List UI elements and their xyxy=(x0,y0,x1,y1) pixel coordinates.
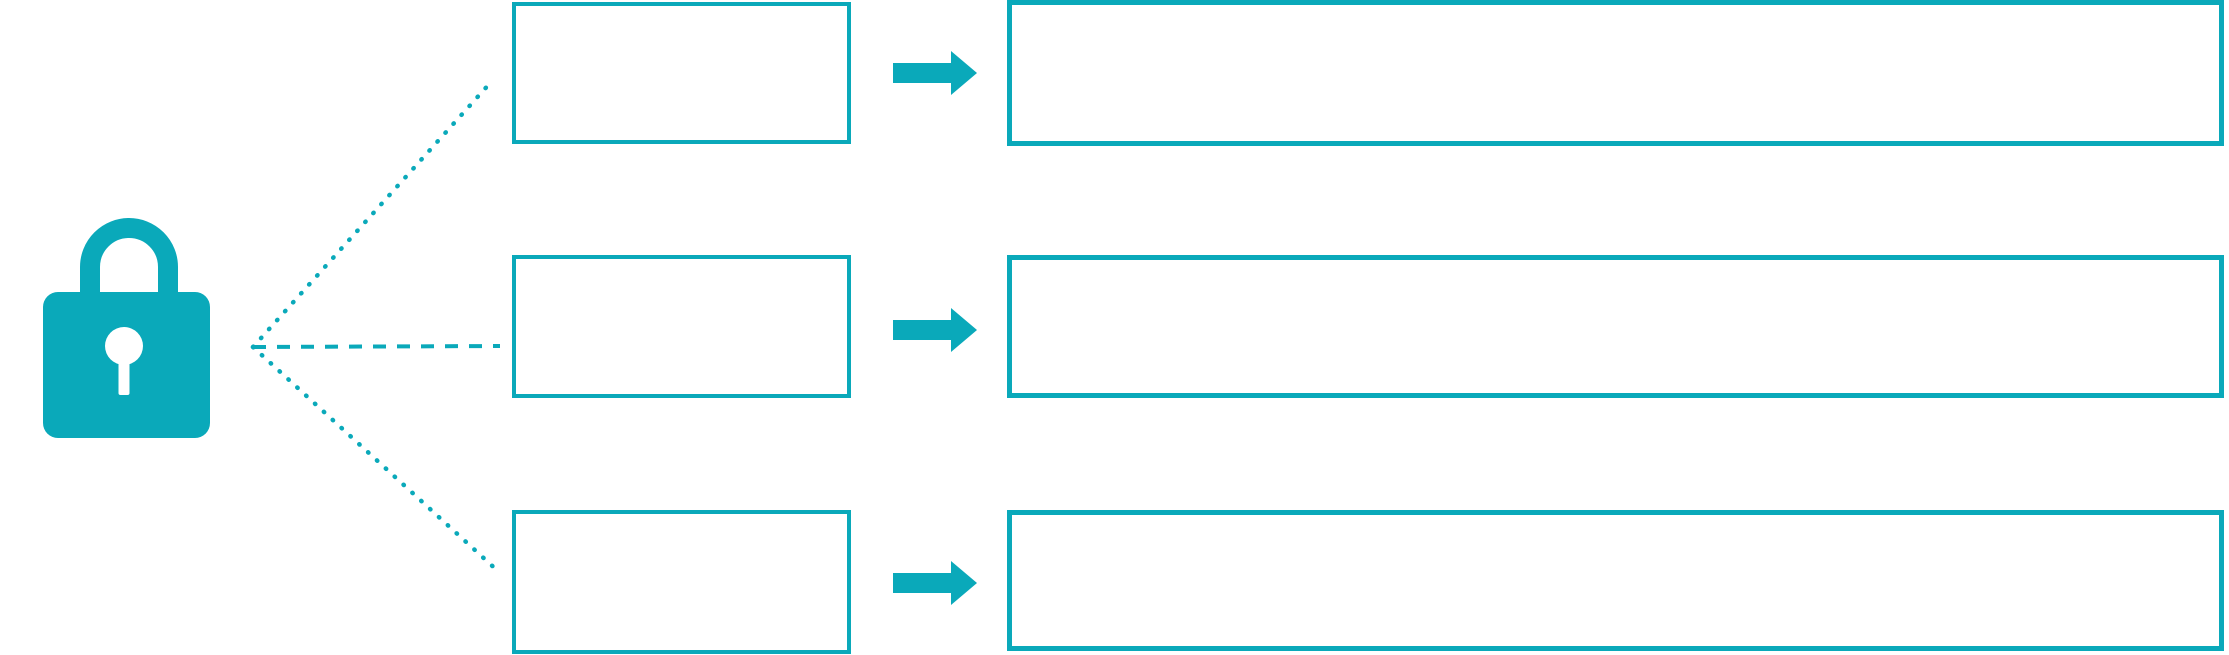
arrow-right-icon xyxy=(893,561,977,605)
row-3-large-box xyxy=(1007,510,2224,651)
row-2-large-box xyxy=(1007,255,2224,398)
row-1-large-box xyxy=(1007,0,2224,146)
lock-icon xyxy=(43,218,210,438)
row-1-small-box xyxy=(512,2,851,144)
row-2-small-box xyxy=(512,255,851,398)
row-3-small-box xyxy=(512,510,851,654)
arrow-right-icon xyxy=(893,308,977,352)
dotted-line-connector-top xyxy=(250,79,494,350)
arrow-right-icon xyxy=(893,51,977,95)
dotted-line-connector-bottom xyxy=(250,344,503,576)
dashed-line-connector-middle xyxy=(252,344,501,349)
